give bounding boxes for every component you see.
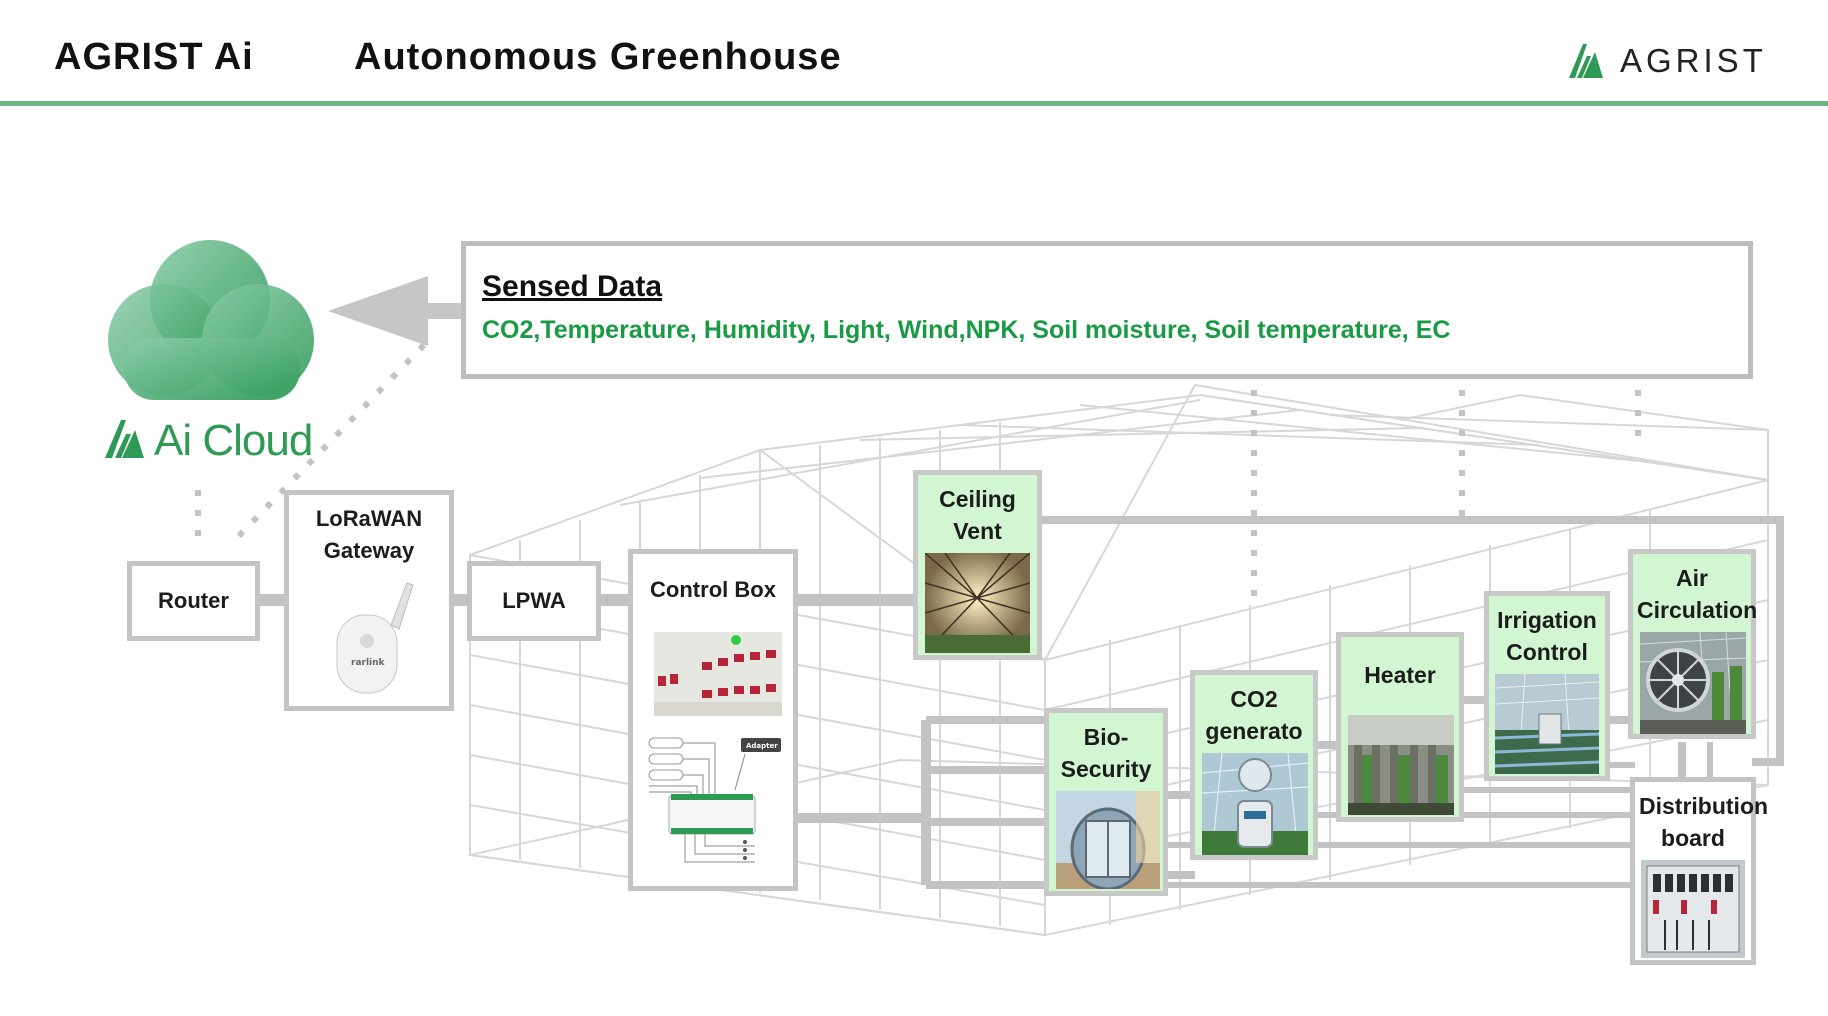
agrist-leaf-icon bbox=[1569, 44, 1603, 78]
header-brand: AGRIST Ai bbox=[54, 36, 254, 78]
control-box-node: Control Box bbox=[628, 549, 798, 891]
gateway-brand-text: rarlink bbox=[351, 658, 386, 668]
lpwa-node: LPWA bbox=[467, 561, 601, 641]
bio-security-photo bbox=[1056, 791, 1160, 889]
co2-generator-photo bbox=[1202, 753, 1308, 855]
irrigation-label-line2: Control bbox=[1506, 639, 1588, 665]
distribution-board-node: Distribution board bbox=[1630, 777, 1769, 965]
cloud-icon bbox=[108, 240, 314, 400]
distribution-board-photo bbox=[1641, 860, 1745, 958]
lpwa-label: LPWA bbox=[502, 588, 566, 613]
distribution-label-line1: Distribution bbox=[1639, 793, 1769, 819]
sensed-data-items: CO2,Temperature, Humidity, Light, Wind,N… bbox=[482, 316, 1451, 344]
connection-lines bbox=[257, 516, 1784, 889]
irrigation-label-line1: Irrigation bbox=[1497, 607, 1597, 633]
gateway-label-line1: LoRaWAN bbox=[315, 506, 423, 531]
ai-cloud-leaf-icon bbox=[105, 420, 144, 458]
ai-cloud-text: Ai Cloud bbox=[154, 416, 313, 465]
ceiling-vent-label-line2: Vent bbox=[953, 518, 1002, 544]
dotted-links bbox=[195, 342, 1641, 605]
air-circulation-label-line2: Circulation bbox=[1637, 597, 1758, 623]
irrigation-photo bbox=[1495, 674, 1599, 774]
distribution-label-line2: board bbox=[1661, 825, 1725, 851]
header-divider bbox=[0, 101, 1828, 106]
air-circulation-label-line1: Air bbox=[1676, 565, 1708, 591]
gateway-label-line2: Gateway bbox=[323, 538, 415, 563]
bio-security-node: Bio- Security bbox=[1044, 708, 1168, 896]
heater-node: Heater bbox=[1336, 632, 1464, 822]
lorawan-gateway-node: LoRaWAN Gateway rarlink bbox=[284, 490, 454, 711]
bio-security-label-line2: Security bbox=[1060, 756, 1152, 782]
control-box-label: Control Box bbox=[650, 577, 776, 602]
co2-label-line2: generato bbox=[1205, 718, 1303, 744]
router-node: Router bbox=[127, 561, 260, 641]
ceiling-vent-label-line1: Ceiling bbox=[939, 486, 1016, 512]
air-circulation-node: Air Circulation bbox=[1628, 549, 1758, 739]
adapter-label: Adapter bbox=[746, 742, 778, 750]
irrigation-control-node: Irrigation Control bbox=[1484, 591, 1610, 781]
ceiling-vent-node: Ceiling Vent bbox=[913, 470, 1042, 660]
header-subtitle: Autonomous Greenhouse bbox=[354, 36, 842, 78]
controller-wiring-diagram: Adapter bbox=[648, 737, 781, 863]
ceiling-vent-photo bbox=[925, 553, 1030, 653]
agrist-logo: AGRIST bbox=[1565, 38, 1775, 82]
co2-generator-node: CO2 generato bbox=[1190, 670, 1318, 860]
control-panel-photo bbox=[654, 632, 782, 716]
gateway-device-icon: rarlink bbox=[336, 582, 414, 694]
upload-arrow bbox=[328, 276, 464, 346]
sensed-data-title: Sensed Data bbox=[482, 270, 663, 303]
logo-text: AGRIST bbox=[1620, 42, 1767, 79]
sensed-data-panel: Sensed Data CO2,Temperature, Humidity, L… bbox=[461, 241, 1753, 379]
router-label: Router bbox=[158, 588, 229, 613]
heater-photo bbox=[1348, 715, 1454, 815]
ai-cloud-label: Ai Cloud bbox=[102, 414, 342, 470]
heater-label: Heater bbox=[1364, 662, 1436, 688]
bio-security-label-line1: Bio- bbox=[1083, 724, 1129, 750]
co2-label-line1: CO2 bbox=[1230, 686, 1278, 712]
air-circulation-photo bbox=[1640, 632, 1746, 734]
